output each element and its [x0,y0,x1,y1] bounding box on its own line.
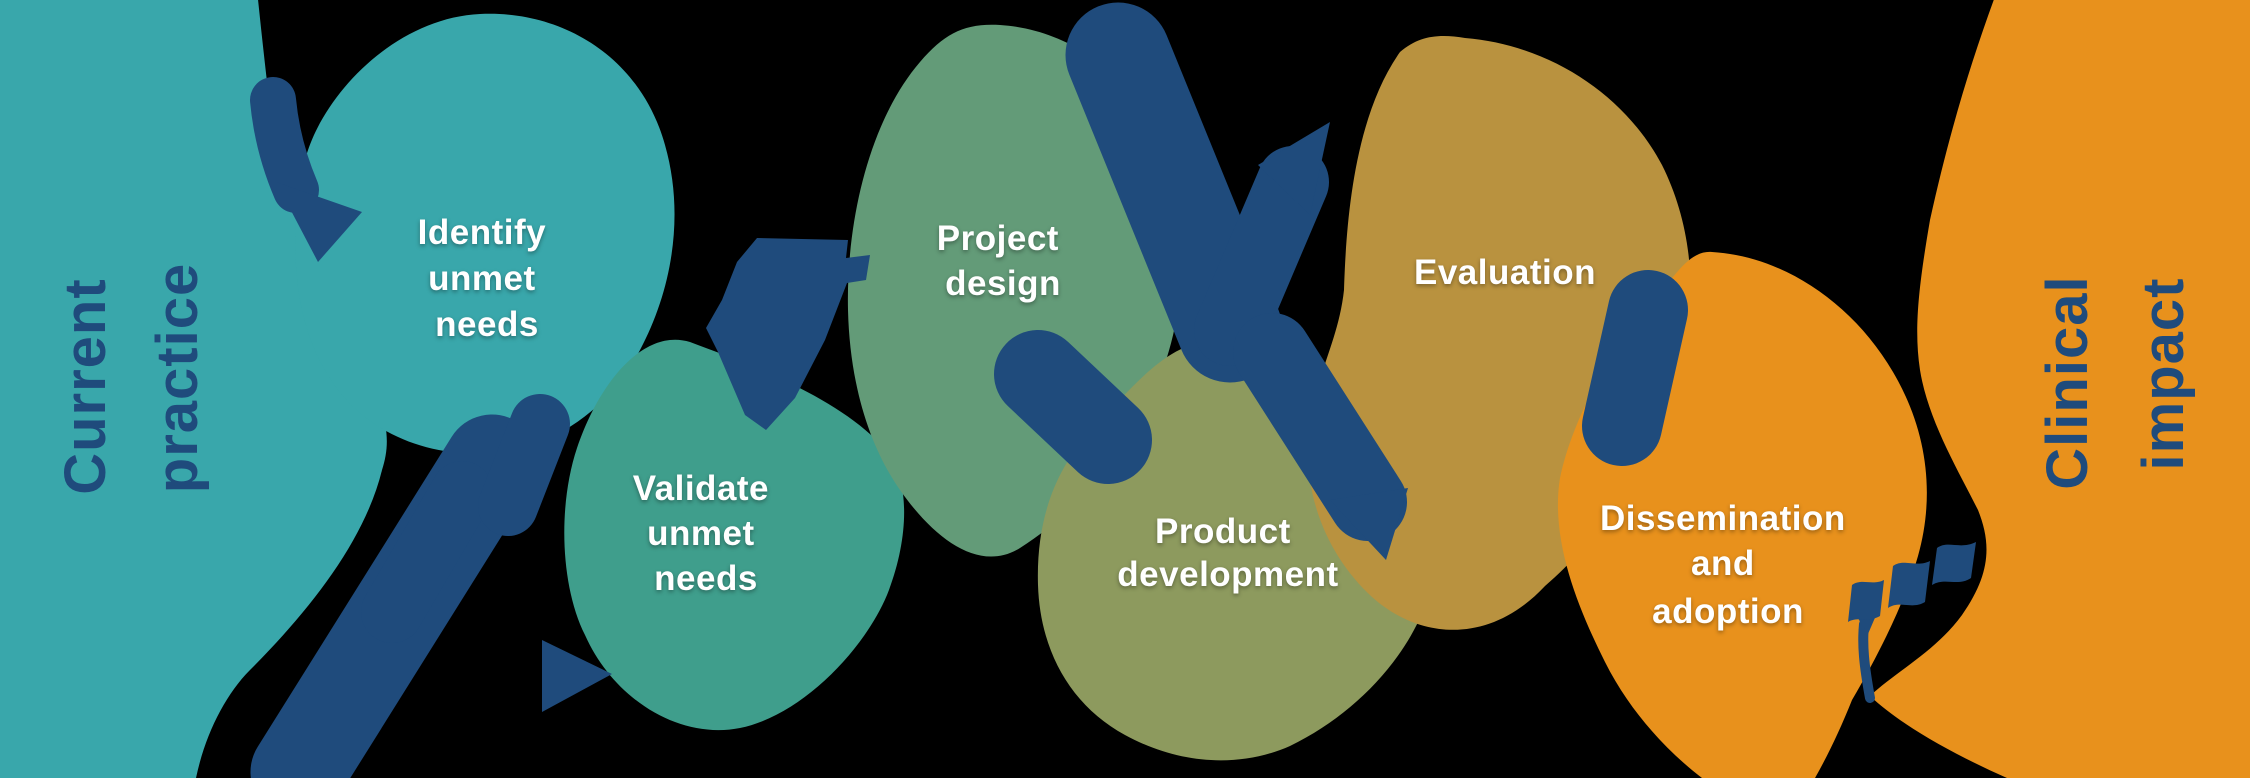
label-product-line-2: development [1117,555,1338,594]
label-identify-line-1: Identify [418,213,546,252]
arrow-cross-right-arm [1194,146,1329,366]
label-dissemination-line-1: Dissemination [1600,499,1846,538]
finish-flags-icon [1848,542,1976,703]
label-clinical-impact-line-2: impact [2131,278,2196,471]
label-current-practice-line-1: Current [53,278,118,494]
flag-2 [1888,561,1930,608]
arrow-loop-validate-cap [478,394,570,536]
blob-validate-unmet-needs [564,339,905,731]
label-identify-line-3: needs [435,305,539,344]
label-identify-unmet-needs: Identify unmet needs [418,213,557,344]
arrow-project-to-product [994,330,1152,484]
label-evaluation: Evaluation [1414,253,1596,292]
arrow-identify-to-validate [706,238,870,430]
label-validate-line-1: Validate [633,469,769,508]
arrow-loop-validate-shaft-2 [361,461,493,643]
blob-clinical-impact [1870,0,2250,778]
label-validate-unmet-needs: Validate unmet needs [633,469,780,598]
label-dissemination-and-adoption: Dissemination and adoption [1600,499,1856,631]
arrow-cross-down-shaft [1233,313,1407,541]
arrow-cross-project-evaluation [1065,2,1408,560]
label-clinical-impact: Clinical impact [2035,258,2196,489]
arrow-cross-right-head [1258,122,1330,215]
arrow-evaluation-to-dissemination [1582,270,1688,466]
flag-3 [1932,542,1976,585]
label-evaluation-line-1: Evaluation [1414,253,1596,292]
label-clinical-impact-line-1: Clinical [2035,275,2100,489]
arrow-current-to-identify-head [276,182,362,262]
label-dissemination-line-3: adoption [1652,592,1804,631]
label-product-development: Product development [1117,512,1338,594]
label-project-line-1: Project [937,219,1059,258]
arrow-loop-validate-head [542,640,612,712]
label-project-line-2: design [945,264,1061,303]
arrow-current-to-identify-shaft [250,77,319,213]
arrow-cross-down-head [1330,488,1408,560]
label-current-practice: Current practice [53,261,210,495]
label-validate-line-3: needs [654,559,758,598]
flag-stem [1858,619,1875,703]
label-current-practice-line-2: practice [145,263,210,493]
label-validate-line-2: unmet [647,514,755,553]
flag-1 [1848,580,1884,622]
label-project-design: Project design [937,219,1069,303]
arrow-current-to-identify [250,77,362,262]
blob-identify-unmet-needs [295,13,675,454]
arrow-loop-validate [250,394,612,778]
label-product-line-1: Product [1155,512,1291,551]
label-dissemination-line-2: and [1691,544,1755,583]
label-identify-line-2: unmet [428,259,536,298]
